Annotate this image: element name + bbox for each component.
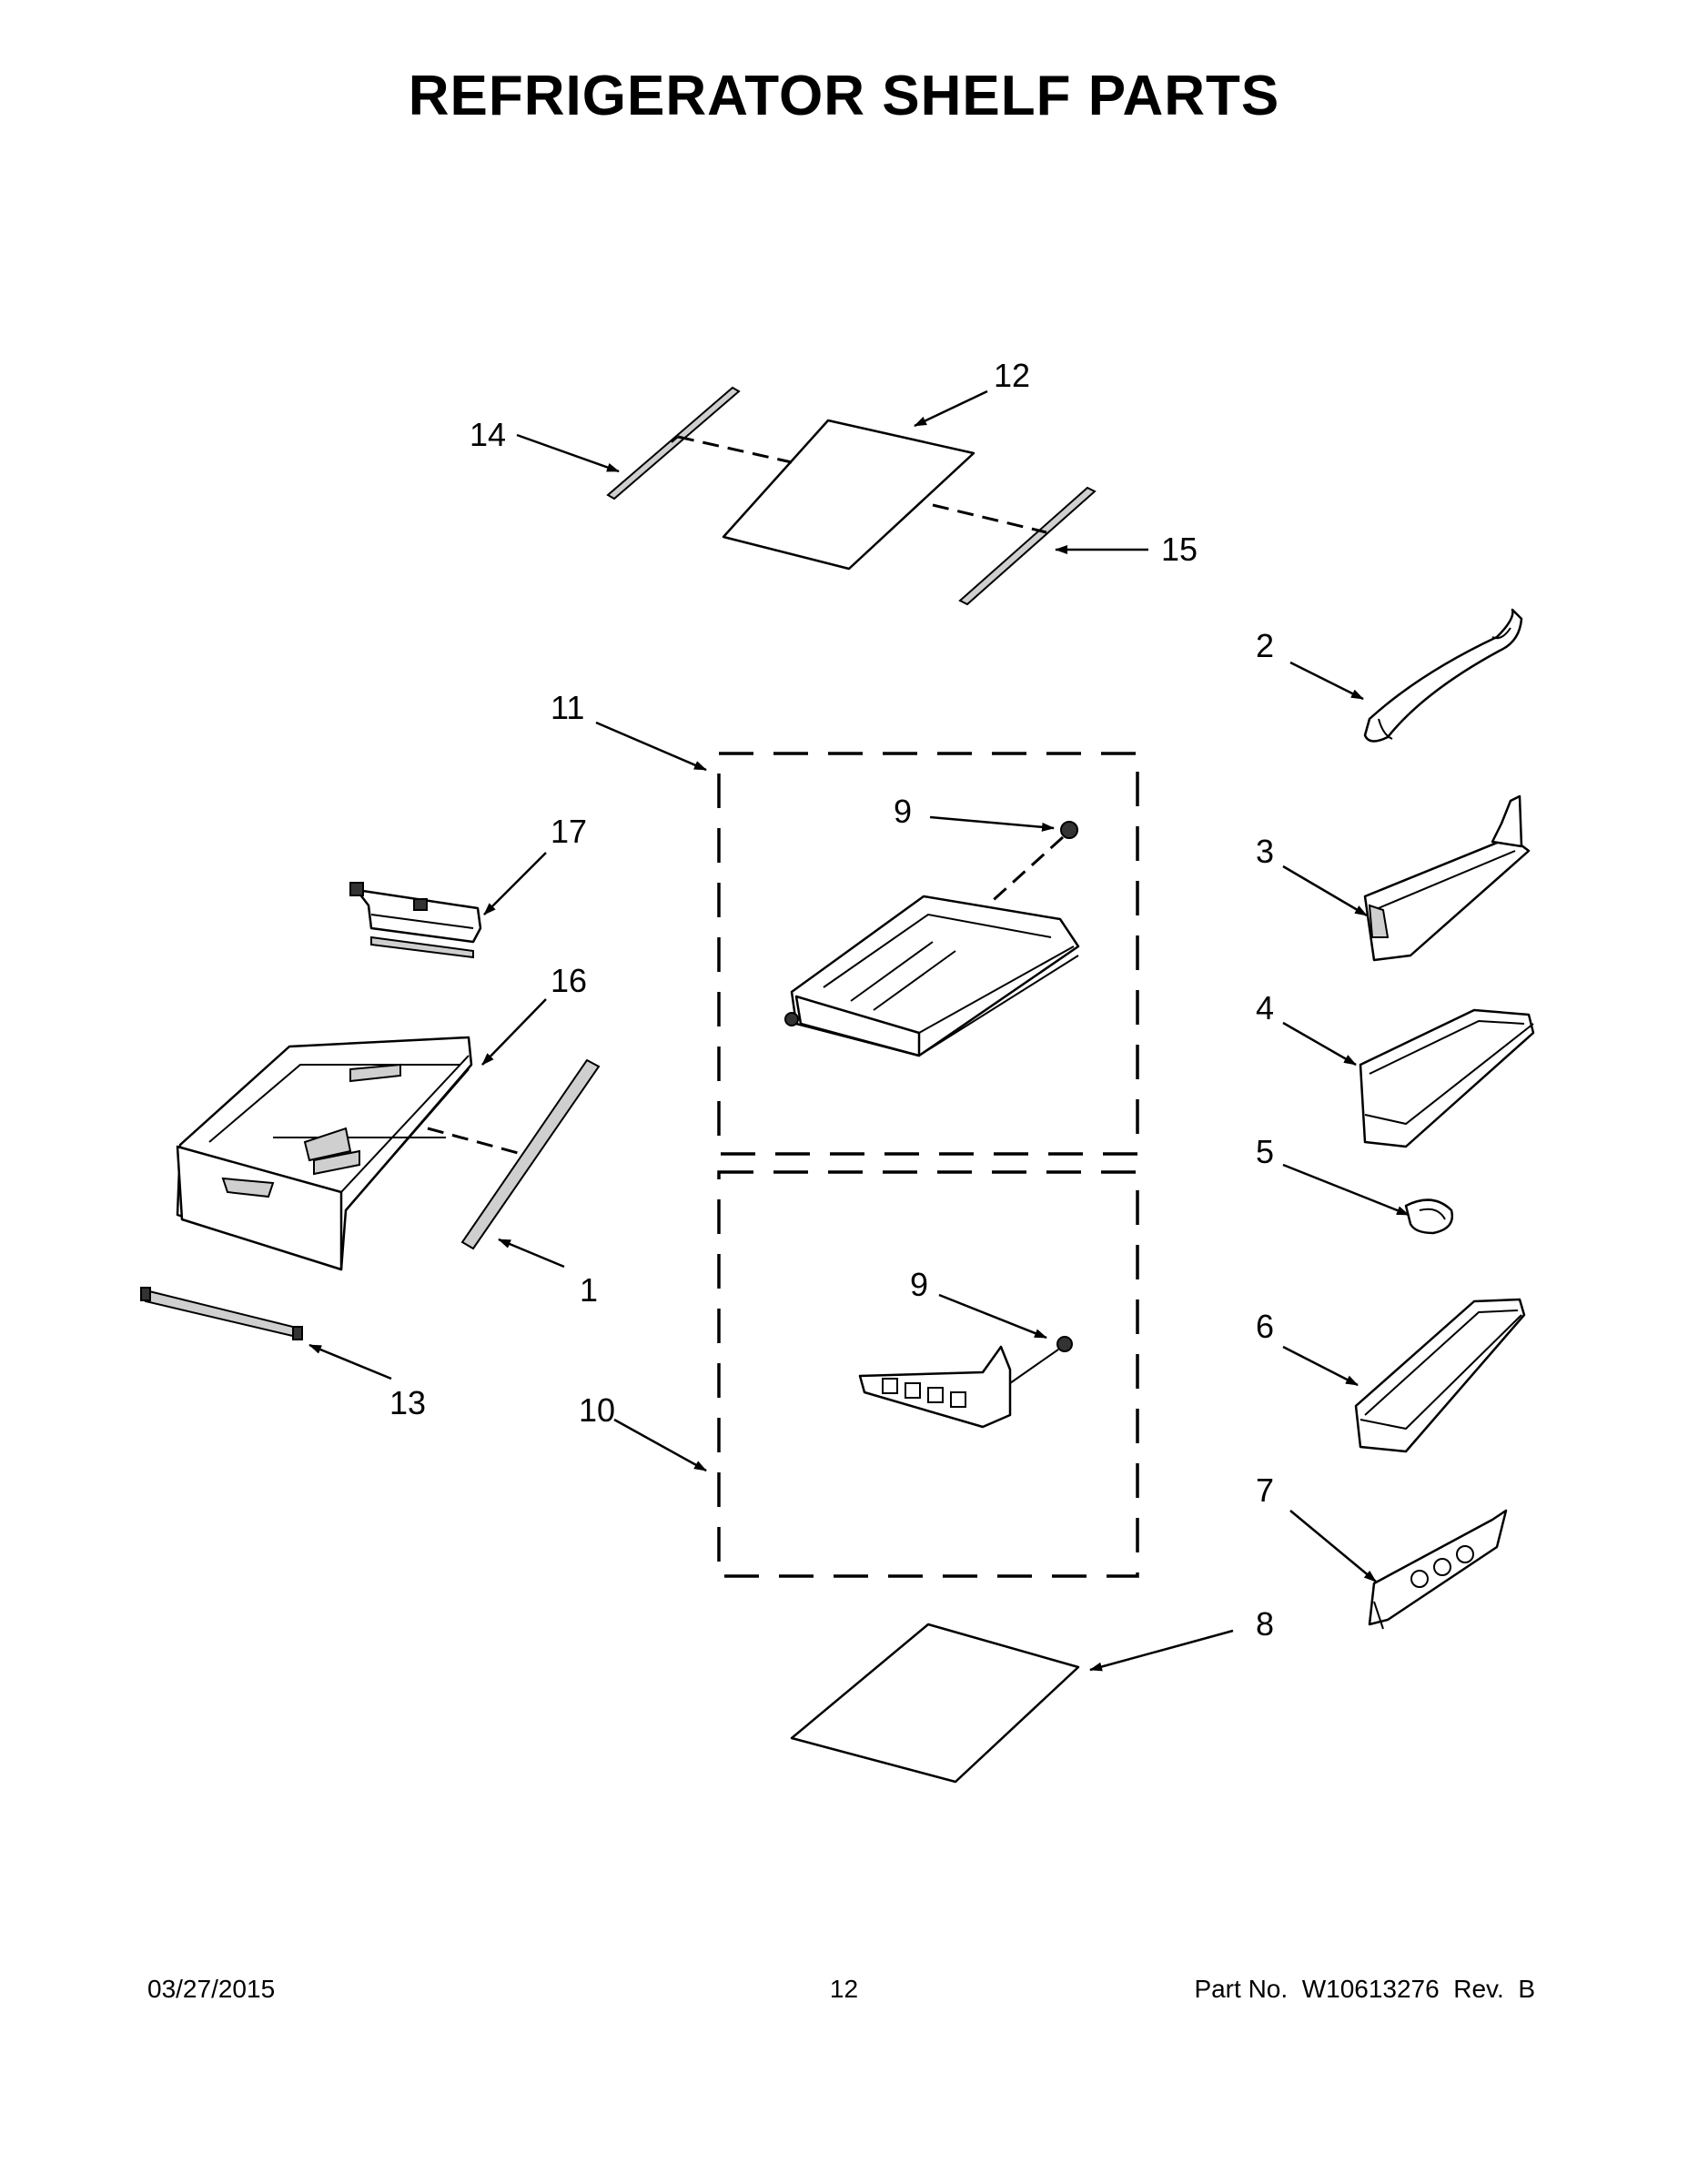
- callout-9-lower: 9: [910, 1266, 928, 1303]
- callout-1: 1: [580, 1271, 598, 1309]
- part-14-rail-left: [606, 386, 741, 500]
- part-17-small-bin: [349, 882, 482, 959]
- callout-16: 16: [551, 962, 587, 999]
- part-2-trim: [1363, 608, 1523, 743]
- callout-13: 13: [389, 1384, 426, 1421]
- callout-12: 12: [994, 357, 1030, 394]
- callout-2: 2: [1256, 627, 1274, 664]
- callout-10: 10: [579, 1391, 615, 1429]
- callout-9-upper: 9: [894, 793, 912, 830]
- crisper-drawer-upper: [784, 895, 1080, 1057]
- callout-4: 4: [1256, 989, 1274, 1026]
- drawer-bracket: [858, 1345, 1012, 1429]
- callout-15: 15: [1161, 531, 1198, 568]
- footer-part-number: Part No. W10613276 Rev. B: [1194, 1975, 1535, 2003]
- callout-3: 3: [1256, 833, 1274, 870]
- page-title: REFRIGERATOR SHELF PARTS: [408, 65, 1280, 127]
- callout-11: 11: [551, 689, 584, 726]
- callout-14: 14: [470, 416, 506, 453]
- part-13-rail: [140, 1287, 303, 1340]
- part-9-knob-upper: [986, 821, 1078, 907]
- callout-8: 8: [1256, 1605, 1274, 1643]
- part-6-door-bin: [1354, 1298, 1526, 1453]
- callout-17: 17: [551, 813, 587, 850]
- footer-page-number: 12: [829, 1975, 859, 2003]
- part-4-door-bin: [1359, 1008, 1535, 1148]
- callout-7: 7: [1256, 1471, 1274, 1509]
- dashline-16-1: [427, 1127, 529, 1158]
- part-7-dairy-bin: [1368, 1509, 1508, 1630]
- dashline-14-12: [677, 435, 793, 464]
- assembly-box-11: [717, 752, 1139, 1156]
- assembly-box-10: [717, 1170, 1139, 1578]
- part-15-rail-right: [958, 486, 1097, 606]
- part-8-glass-panel: [790, 1623, 1080, 1784]
- dashline-12-15: [932, 503, 1047, 534]
- part-9-knob-lower: [1009, 1336, 1073, 1384]
- callout-5: 5: [1256, 1133, 1274, 1170]
- part-12-shelf-glass: [722, 419, 975, 571]
- part-3-door-bin: [1363, 794, 1531, 962]
- part-1-rail: [460, 1058, 601, 1250]
- part-5-clip: [1404, 1198, 1454, 1235]
- leader-lines: [308, 389, 1410, 1672]
- footer-date: 03/27/2015: [147, 1975, 276, 2003]
- part-16-drawer: [176, 1036, 473, 1271]
- callout-6: 6: [1256, 1308, 1274, 1345]
